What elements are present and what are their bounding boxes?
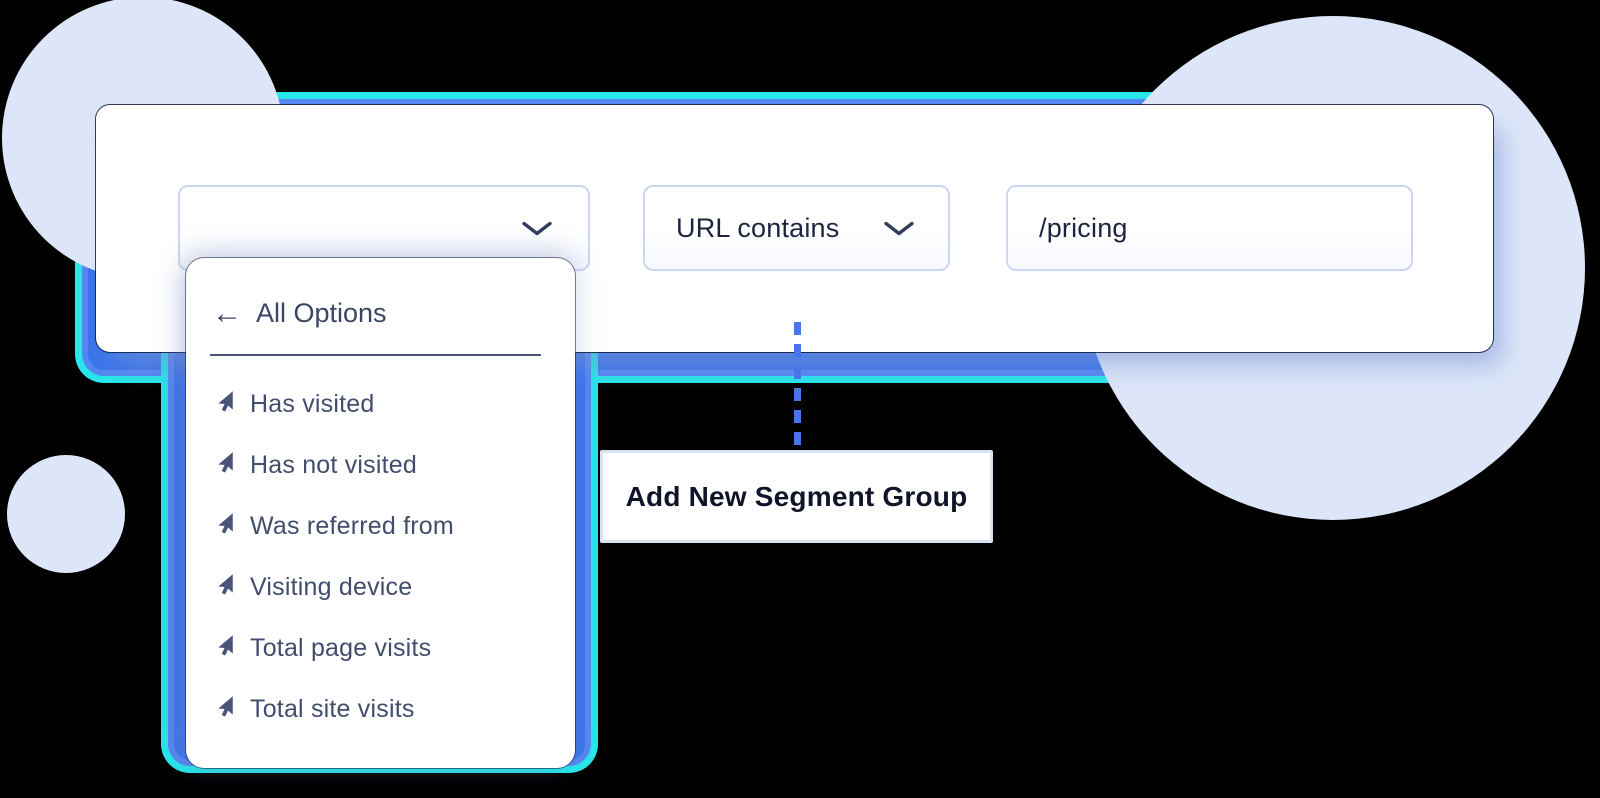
dashed-connector-line	[794, 322, 801, 449]
menu-item-label: Total page visits	[250, 634, 432, 662]
options-dropdown-menu: ← All Options Has visited Has not visite…	[186, 258, 575, 768]
cursor-icon	[214, 512, 237, 542]
cursor-icon	[214, 390, 237, 420]
operator-select[interactable]: URL contains	[643, 185, 950, 271]
decorative-circle-bottom-left	[7, 455, 125, 573]
cursor-icon	[214, 634, 237, 664]
menu-item-label: Has not visited	[250, 451, 417, 479]
operator-select-value: URL contains	[676, 212, 840, 243]
all-options-header[interactable]: ← All Options	[212, 298, 387, 329]
chevron-down-icon	[884, 213, 914, 244]
back-arrow-icon[interactable]: ←	[212, 296, 242, 330]
menu-item-label: Was referred from	[250, 512, 454, 540]
menu-item-visiting-device[interactable]: Visiting device	[186, 567, 575, 608]
menu-divider	[210, 354, 541, 356]
menu-item-was-referred-from[interactable]: Was referred from	[186, 506, 575, 547]
cursor-icon	[214, 695, 237, 725]
menu-item-label: Has visited	[250, 390, 375, 418]
cursor-icon	[214, 451, 237, 481]
all-options-label: All Options	[256, 298, 387, 328]
menu-item-label: Total site visits	[250, 695, 415, 723]
cursor-icon	[214, 573, 237, 603]
menu-item-has-visited[interactable]: Has visited	[186, 384, 575, 425]
add-new-segment-group-label: Add New Segment Group	[625, 480, 968, 512]
condition-select[interactable]	[178, 185, 590, 271]
value-input[interactable]: /pricing	[1006, 185, 1413, 271]
value-input-text: /pricing	[1039, 212, 1128, 243]
menu-item-has-not-visited[interactable]: Has not visited	[186, 445, 575, 486]
add-new-segment-group-button[interactable]: Add New Segment Group	[600, 450, 993, 543]
chevron-down-icon	[522, 213, 552, 244]
menu-item-total-site-visits[interactable]: Total site visits	[186, 689, 575, 730]
menu-item-total-page-visits[interactable]: Total page visits	[186, 628, 575, 669]
menu-item-label: Visiting device	[250, 573, 413, 601]
